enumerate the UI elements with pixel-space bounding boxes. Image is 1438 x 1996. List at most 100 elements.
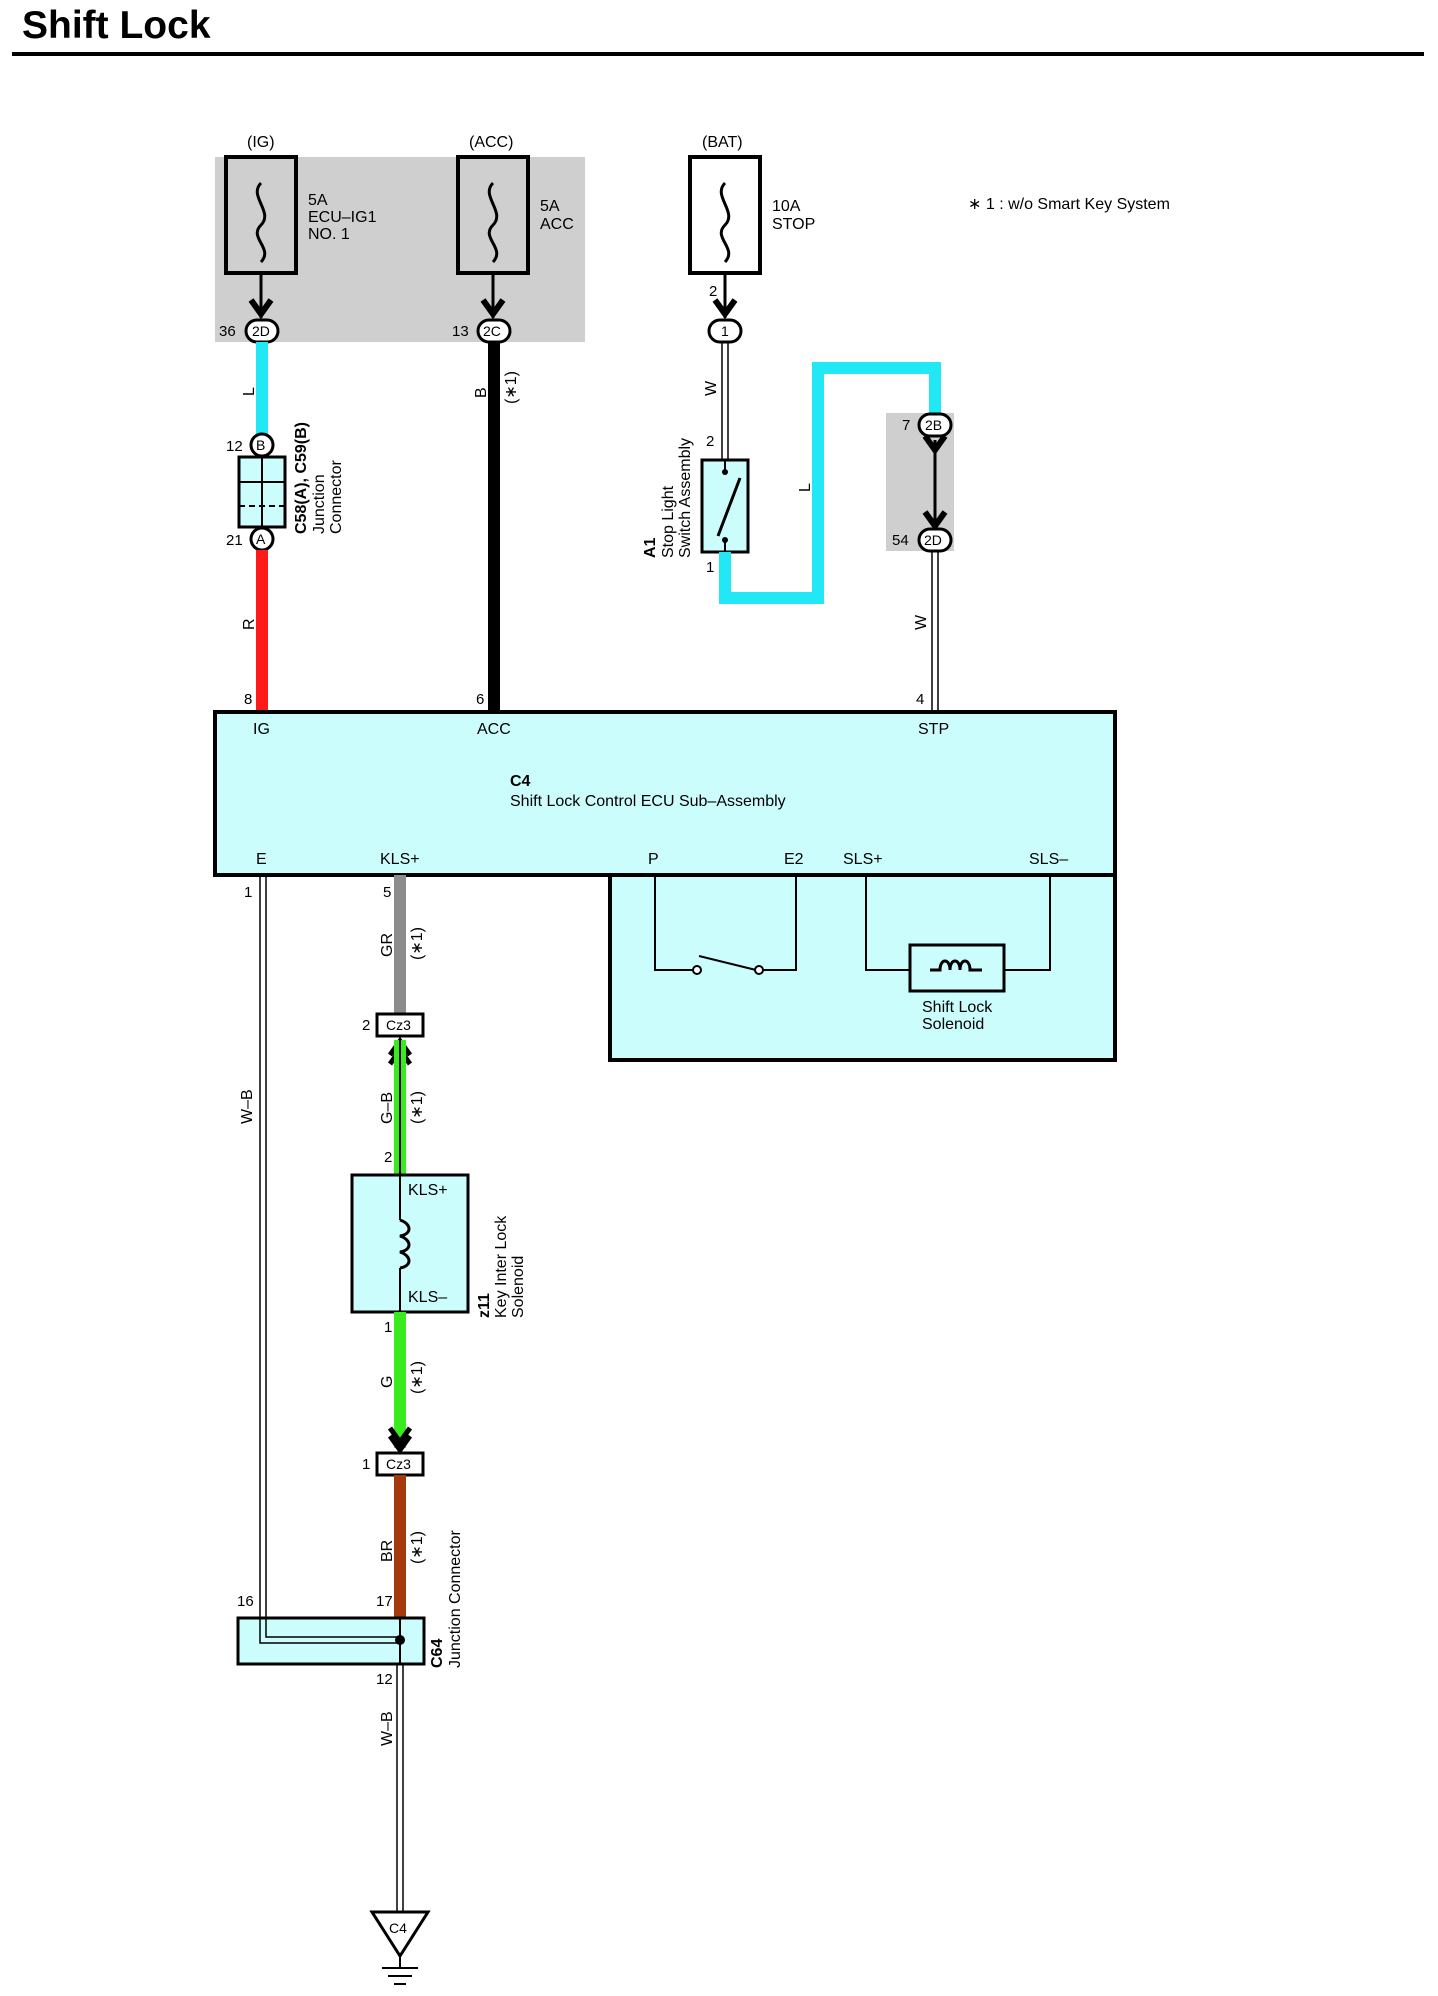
- junction-c64-pin-bottom: 12: [376, 1671, 393, 1688]
- fuse-name-ig: ECU–IG1: [308, 209, 377, 226]
- key-solenoid-pin-top: 2: [384, 1149, 392, 1166]
- connector-cz3-bottom: Cz3 1: [362, 1451, 425, 1477]
- stop-switch-name-2: Switch Assembly: [677, 438, 694, 558]
- stop-switch-pin-top: 2: [706, 433, 714, 450]
- shift-lock-solenoid-1: Shift Lock: [922, 999, 993, 1016]
- shift-lock-ecu: IG ACC STP C4 Shift Lock Control ECU Sub…: [213, 710, 1117, 1062]
- relay-block-area: [215, 157, 585, 342]
- cz3-bottom-pin: 1: [362, 1456, 370, 1473]
- key-solenoid-pin-bottom: 1: [384, 1319, 392, 1336]
- fuse-stop: 10A STOP: [688, 155, 815, 275]
- junction-c64-pin-right: 17: [376, 1593, 393, 1610]
- fuse-name-acc: ACC: [540, 216, 574, 233]
- ground-symbol: C4: [369, 1910, 431, 1985]
- wire-color-stp: W: [913, 614, 930, 630]
- wire-color-ground: W–B: [379, 1711, 396, 1746]
- key-solenoid-name-1: Key Inter Lock: [493, 1215, 510, 1318]
- connector-label-2b: 2B: [925, 417, 942, 433]
- source-label-bat: (BAT): [702, 134, 743, 151]
- junction-c64-name: Junction Connector: [447, 1529, 464, 1668]
- key-solenoid-term-bottom: KLS–: [408, 1289, 447, 1306]
- stop-switch-id: A1: [642, 537, 659, 558]
- fuse-rating-ig: 5A: [308, 192, 328, 209]
- ecu-terminal-e2: E2: [784, 851, 804, 868]
- junction-c58-c59: B 12 A 21 C58(A), C59(B) Junction Connec…: [226, 422, 345, 552]
- wire-color-ig-lower: R: [241, 618, 258, 630]
- arrow-ig: [248, 298, 274, 320]
- connector-2c-acc: 2C 13: [452, 318, 512, 344]
- ecu-id: C4: [510, 773, 531, 790]
- ecu-terminal-ig: IG: [253, 721, 270, 738]
- connector-label-2c: 2C: [483, 323, 501, 339]
- fuse-rating-acc: 5A: [540, 198, 560, 215]
- ground-id: C4: [389, 1920, 407, 1936]
- pin-7: 7: [902, 417, 910, 434]
- connector-1-stop: 1 2: [707, 283, 743, 344]
- key-solenoid-name-2: Solenoid: [510, 1256, 527, 1318]
- pin-5: 5: [383, 884, 391, 901]
- connector-cz3-top: Cz3 2: [362, 1012, 425, 1066]
- connector-label-1: 1: [721, 323, 729, 339]
- pin-8: 8: [244, 691, 252, 708]
- pin-13: 13: [452, 323, 469, 340]
- wire-color-kls-mid: G–B: [379, 1092, 396, 1124]
- connector-2b-2d: 2B 7 2D 54: [892, 412, 953, 553]
- wire-color-e: W–B: [239, 1089, 256, 1124]
- wire-color-kls-minus: G: [379, 1376, 396, 1388]
- connector-label-2d: 2D: [252, 323, 270, 339]
- ecu-terminal-e: E: [256, 851, 267, 868]
- junction-c58-top-conn: B: [256, 437, 265, 453]
- ecu-terminal-stp: STP: [918, 721, 949, 738]
- page-title: Shift Lock: [22, 4, 211, 47]
- pin-36: 36: [219, 323, 236, 340]
- ecu-name: Shift Lock Control ECU Sub–Assembly: [510, 793, 786, 810]
- stop-switch-pin-bottom: 1: [706, 559, 714, 576]
- key-interlock-solenoid: 2 KLS+ KLS– z11 Key Inter Lock Solenoid …: [350, 1149, 527, 1336]
- stop-light-switch: 2 1 A1 Stop Light Switch Assembly: [642, 433, 750, 576]
- title-rule: [12, 52, 1424, 56]
- footnote: ∗ 1 : w/o Smart Key System: [968, 196, 1170, 213]
- junction-c58-top-pin: 12: [226, 438, 243, 455]
- junction-c58-name-2: Connector: [328, 460, 345, 534]
- wire-color-stop-upper: W: [703, 380, 720, 396]
- arrow-acc: [480, 298, 506, 320]
- connector-label-2d-2: 2D: [924, 532, 942, 548]
- ecu-terminal-sls-minus: SLS–: [1029, 851, 1068, 868]
- note-ref-acc: (∗1): [503, 371, 520, 404]
- junction-c58-id: C58(A), C59(B): [293, 422, 310, 534]
- wire-color-br: BR: [379, 1540, 396, 1562]
- pin-2-stop: 2: [709, 283, 717, 300]
- key-solenoid-id: z11: [476, 1293, 493, 1318]
- junction-c58-name-1: Junction: [311, 474, 328, 534]
- fuse-rating-stop: 10A: [772, 198, 801, 215]
- ecu-terminal-p: P: [648, 851, 659, 868]
- pin-54: 54: [892, 532, 909, 549]
- fuse-name-stop: STOP: [772, 216, 815, 233]
- junction-c58-bottom-pin: 21: [226, 532, 243, 549]
- note-ref-g: (∗1): [409, 1361, 426, 1394]
- wire-color-acc: B: [473, 387, 490, 398]
- fuse-name-ig-2: NO. 1: [308, 226, 350, 243]
- arrow-g-1: [387, 1426, 413, 1447]
- arrow-stop: [712, 298, 738, 320]
- source-label-acc: (ACC): [469, 134, 513, 151]
- wire-color-ig-upper: L: [241, 387, 258, 396]
- junction-c64-pin-left: 16: [237, 1593, 254, 1610]
- cz3-top-label: Cz3: [386, 1017, 411, 1033]
- fuse-ecu-ig1: 5A ECU–IG1 NO. 1: [224, 155, 377, 275]
- shift-lock-solenoid-2: Solenoid: [922, 1016, 984, 1033]
- ecu-terminal-acc: ACC: [477, 721, 511, 738]
- note-ref-gr: (∗1): [409, 927, 426, 960]
- junction-c64-id: C64: [429, 1639, 446, 1668]
- junction-c58-bottom-conn: A: [256, 531, 266, 547]
- source-label-ig: (IG): [247, 134, 275, 151]
- arrow-g-2: [387, 1434, 413, 1455]
- key-solenoid-term-top: KLS+: [408, 1182, 448, 1199]
- pin-4: 4: [916, 691, 924, 708]
- cz3-bottom-label: Cz3: [386, 1456, 411, 1472]
- ecu-terminal-kls-plus: KLS+: [380, 851, 420, 868]
- connector-2d-ig: 2D 36: [219, 318, 280, 344]
- wire-color-kls-plus: GR: [379, 933, 396, 957]
- stop-switch-name-1: Stop Light: [660, 485, 677, 558]
